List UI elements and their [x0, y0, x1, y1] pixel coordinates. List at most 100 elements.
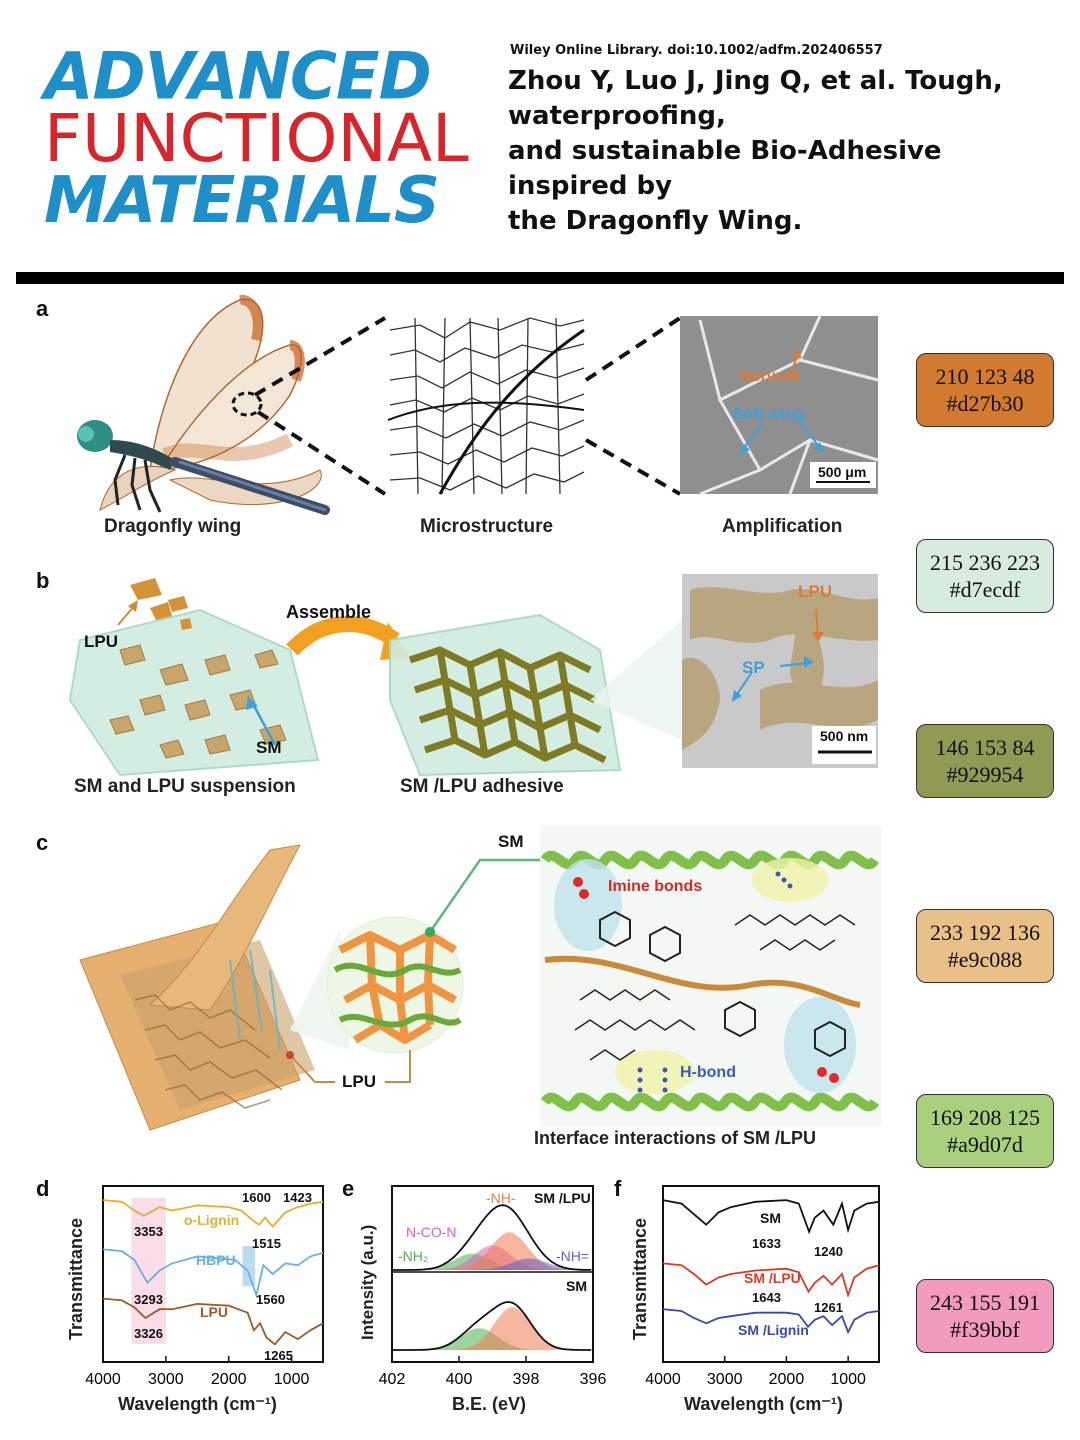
- swatch-rgb: 169 208 125: [930, 1105, 1040, 1130]
- journal-logo: ADVANCED FUNCTIONAL MATERIALS: [44, 39, 484, 238]
- swatch-rgb: 243 155 191: [930, 1290, 1040, 1315]
- scale-bar-label-a: 500 μm: [818, 464, 867, 480]
- caption-interface-interactions: Interface interactions of SM /LPU: [534, 1128, 817, 1148]
- chart-e-tick-label: 402: [379, 1371, 406, 1388]
- chart-d-series-line: [102, 1297, 324, 1346]
- swatch-rgb: 215 236 223: [930, 550, 1040, 575]
- panel-a-letter: a: [36, 296, 49, 321]
- label-sp: SP: [742, 658, 765, 677]
- citation-line: Zhou Y, Luo J, Jing Q, et al. Tough,: [508, 66, 1003, 96]
- panel-e-letter: e: [342, 1176, 355, 1201]
- header-rule: [16, 272, 1064, 284]
- zoom-beam-b: [590, 620, 682, 740]
- chart-d-annotation: 1423: [283, 1190, 312, 1205]
- caption-microstructure: Microstructure: [420, 516, 554, 537]
- chart-d-series-label: o-Lignin: [184, 1212, 240, 1228]
- chart-e-component-label: -NH₂: [398, 1248, 429, 1264]
- chart-d-series-label: HBPU: [196, 1252, 236, 1268]
- color-swatch-orange: 210 123 48 #d27b30: [916, 353, 1054, 427]
- sm-callout-line: [428, 858, 540, 933]
- chart-f-xlabel: Wavelength (cm⁻¹): [684, 1394, 843, 1414]
- zoom-lines-a: [253, 316, 682, 496]
- chart-d-highlight-band: [131, 1198, 166, 1344]
- lpu-network-zoom: [326, 916, 464, 1054]
- chart-e-envelope-line: [392, 1204, 592, 1271]
- chart-e-component-area: [392, 1232, 593, 1270]
- panel-c-letter: c: [36, 830, 49, 855]
- swatch-rgb: 146 153 84: [935, 735, 1035, 760]
- chart-d-ylabel: Transmittance: [66, 1217, 86, 1340]
- chart-f-series-line: [662, 1308, 880, 1335]
- color-swatch-olive: 146 153 84 #929954: [916, 724, 1054, 798]
- caption-sm-lpu-adhesive: SM /LPU adhesive: [400, 776, 564, 797]
- swatch-hex: #d27b30: [946, 391, 1024, 416]
- chart-f-series-label: SM: [760, 1210, 781, 1226]
- color-swatch-pink: 243 155 191 #f39bbf: [916, 1279, 1054, 1353]
- chart-e-series-label: SM: [566, 1278, 587, 1294]
- panel-d-letter: d: [36, 1176, 50, 1201]
- chart-d-highlight-band: [242, 1246, 256, 1286]
- chart-d-annotation: 1265: [264, 1348, 293, 1363]
- swatch-hex: #f39bbf: [950, 1317, 1020, 1342]
- chart-d-series-label: LPU: [200, 1304, 228, 1320]
- chart-e-series-label: SM /LPU: [534, 1190, 591, 1206]
- tem-image: [682, 574, 878, 768]
- chart-d-series-line: [102, 1248, 324, 1299]
- wing-microstructure: [387, 316, 585, 495]
- chart-e-ylabel: Intensity (a.u.): [358, 1224, 377, 1340]
- chart-e-component-label: -NH-: [486, 1190, 516, 1206]
- citation-line: the Dragonfly Wing.: [508, 206, 803, 236]
- chart-f-tick-label: 2000: [769, 1371, 805, 1388]
- wood-bonding-illustration: [79, 844, 315, 1131]
- chart-d-tick-label: 2000: [211, 1371, 247, 1388]
- interface-interactions-diagram: [540, 826, 882, 1126]
- chart-d-tick-label: 1000: [274, 1371, 310, 1388]
- panel-f-letter: f: [614, 1176, 622, 1201]
- chart-d-xlabel: Wavelength (cm⁻¹): [118, 1394, 277, 1414]
- label-sm: SM: [256, 738, 282, 757]
- label-nervure: Nervure: [740, 368, 801, 385]
- chart-f-annotation: 1633: [752, 1236, 781, 1251]
- chart-f-tick-label: 3000: [707, 1371, 743, 1388]
- chart-d-tick-label: 4000: [85, 1371, 121, 1388]
- journal-logo-line-1: ADVANCED: [44, 39, 432, 115]
- chart-f-series-line: [662, 1199, 880, 1235]
- chart-e-xlabel: B.E. (eV): [452, 1394, 527, 1414]
- chart-d-annotation: 1560: [256, 1292, 285, 1307]
- chart-e-envelope-line: [392, 1301, 592, 1351]
- chart-e-component-label: N-CO-N: [406, 1224, 457, 1240]
- caption-sm-lpu-suspension: SM and LPU suspension: [74, 776, 296, 797]
- chart-f-tick-label: 1000: [830, 1371, 866, 1388]
- caption-dragonfly-wing: Dragonfly wing: [104, 516, 242, 537]
- chart-d-annotation: 1600: [242, 1190, 271, 1205]
- chart-d-annotation: 3293: [134, 1292, 163, 1307]
- dragonfly-illustration: [77, 294, 330, 515]
- scale-bar-label-b: 500 nm: [820, 728, 869, 744]
- lpu-callout-line: [385, 1050, 411, 1083]
- chart-e-tick-label: 400: [446, 1371, 473, 1388]
- chart-d-annotation: 1515: [252, 1236, 281, 1251]
- chart-e-tick-label: 396: [580, 1371, 607, 1388]
- citation-line: and sustainable Bio-Adhesive inspired by: [508, 136, 942, 201]
- chart-e-component-area: [392, 1307, 593, 1350]
- swatch-hex: #d7ecdf: [949, 577, 1021, 602]
- sm-lpu-suspension-illustration: [68, 578, 320, 777]
- chart-d-annotation: 3353: [134, 1224, 163, 1239]
- assemble-arrow: [286, 616, 400, 656]
- label-soft-wing: Soft wing: [733, 406, 805, 423]
- chart-f-annotation: 1240: [814, 1244, 843, 1259]
- label-lpu-c: LPU: [342, 1072, 376, 1091]
- swatch-hex: #a9d07d: [947, 1132, 1023, 1157]
- swatch-rgb: 210 123 48: [935, 364, 1035, 389]
- swatch-hex: #e9c088: [947, 947, 1023, 972]
- chart-f-series-label: SM /Lignin: [738, 1322, 809, 1338]
- caption-amplification: Amplification: [722, 516, 843, 537]
- chart-d-annotation: 3326: [134, 1326, 163, 1341]
- color-swatch-green: 169 208 125 #a9d07d: [916, 1094, 1054, 1168]
- journal-logo-line-3: MATERIALS: [44, 164, 440, 238]
- label-lpu-tem: LPU: [798, 582, 832, 601]
- sem-amplification-image: [680, 315, 879, 496]
- chart-e-component-label: -NH=: [556, 1248, 590, 1264]
